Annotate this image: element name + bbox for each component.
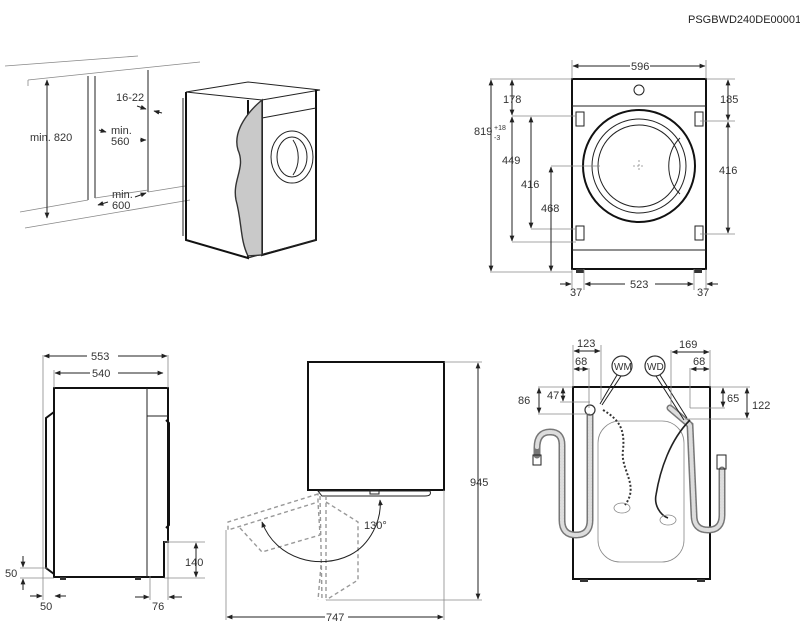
niche-height-label: min. 820 [30, 132, 72, 144]
side-rear-offset-label: 76 [152, 601, 164, 613]
niche-width-label-2: 560 [111, 136, 129, 148]
rear-left-outer-label: 123 [577, 338, 595, 350]
rear-wd-callout: WD [647, 362, 664, 373]
front-view [488, 60, 735, 290]
front-door-center-label: 468 [541, 203, 559, 215]
side-view [20, 353, 205, 600]
rear-left-v-outer-label: 86 [518, 395, 530, 407]
rear-right-outer-label: 169 [679, 339, 697, 351]
front-hinge-span-label: 416 [521, 179, 539, 191]
side-depth-total-label: 553 [91, 351, 109, 363]
front-left-span-label: 449 [502, 155, 520, 167]
niche-view [4, 55, 201, 229]
appliance-perspective [182, 81, 321, 260]
side-base-height-label: 50 [5, 568, 17, 580]
rear-left-inner-label: 68 [575, 356, 587, 368]
document-code: PSGBWD240DE00001 [688, 14, 800, 26]
rear-left-v-inner-label: 47 [547, 390, 559, 402]
front-foot-left-label: 37 [570, 287, 582, 299]
front-height-label: 819 [474, 126, 492, 138]
rear-right-inner-label: 68 [693, 356, 705, 368]
front-right-top-label: 185 [720, 94, 738, 106]
rear-right-v-inner-label: 65 [727, 393, 739, 405]
rear-wm-callout: WM [614, 362, 632, 373]
niche-depth-label-1: min. [112, 189, 133, 201]
top-angle-label: 130° [364, 520, 387, 532]
niche-panel-label: 16-22 [116, 92, 144, 104]
front-height-tol-minus: -3 [494, 135, 500, 142]
niche-width-label-1: min. [111, 125, 132, 137]
rear-right-v-outer-label: 122 [752, 400, 770, 412]
front-foot-span-label: 523 [630, 279, 648, 291]
front-right-span-label: 416 [719, 165, 737, 177]
top-view [225, 361, 482, 620]
front-height-tol-plus: +18 [494, 125, 506, 132]
rear-view [532, 345, 750, 582]
front-left-top-label: 178 [503, 94, 521, 106]
niche-depth-label-2: 600 [112, 200, 130, 212]
top-height-label: 945 [470, 477, 488, 489]
side-front-offset-label: 50 [40, 601, 52, 613]
side-rear-step-label: 140 [185, 557, 203, 569]
side-depth-body-label: 540 [92, 368, 110, 380]
front-width-label: 596 [631, 61, 649, 73]
top-width-label: 747 [326, 612, 344, 624]
front-foot-right-label: 37 [697, 287, 709, 299]
